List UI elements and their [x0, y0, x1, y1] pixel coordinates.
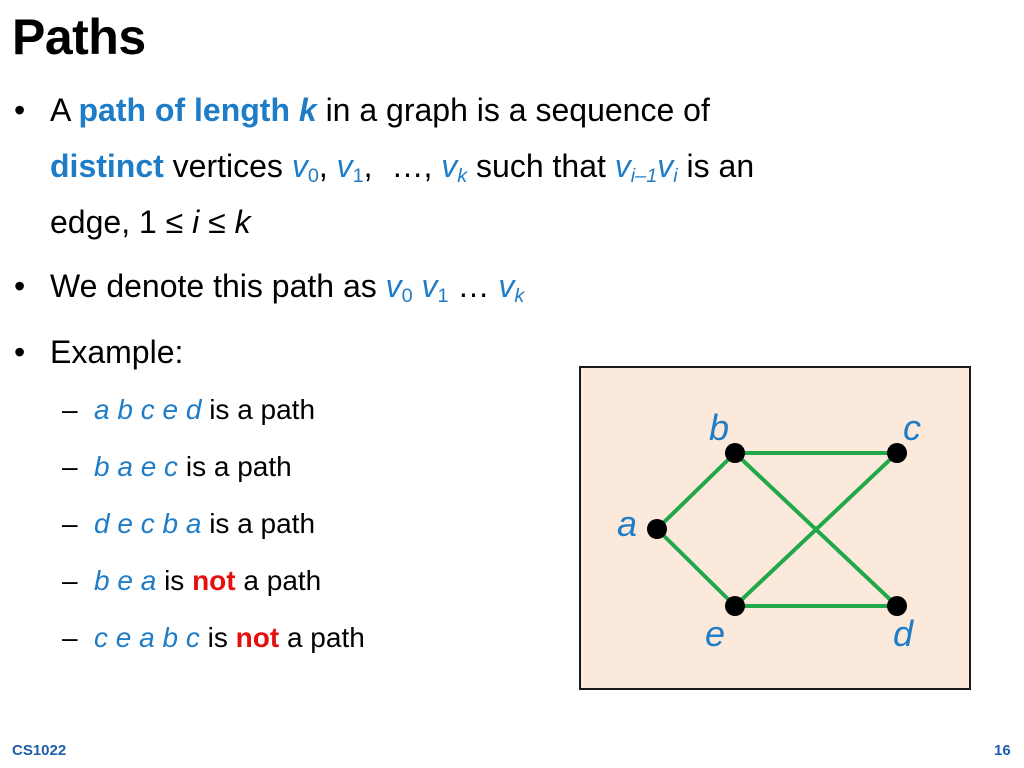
not-emphasis: not [235, 622, 280, 653]
text: We denote this path as [50, 268, 377, 304]
text: such that [476, 148, 606, 184]
not-emphasis: not [192, 565, 236, 596]
example-item: – a b c e d is a path [62, 390, 316, 430]
graph-edges [655, 451, 899, 608]
example-path: a b c e d [94, 394, 202, 425]
math-v: v [657, 148, 674, 184]
example-item: – b a e c is a path [62, 447, 292, 487]
text: edge, 1 [50, 204, 157, 240]
term-distinct: distinct [50, 148, 164, 184]
math-sub: i [673, 164, 678, 187]
math-leq: ≤ [165, 204, 184, 240]
vertex-label-e: e [705, 613, 726, 654]
math-sub: i–1 [630, 164, 658, 187]
math-sub: 1 [352, 164, 364, 187]
math-sub: 0 [307, 164, 319, 187]
example-verdict: is [207, 622, 228, 653]
math-sub: 1 [437, 284, 449, 307]
math-leq: ≤ [208, 204, 226, 240]
graph-canvas [647, 443, 907, 616]
vertex-e [725, 596, 745, 616]
page-number: 16 [994, 742, 1011, 759]
bullet-marker: • [14, 92, 26, 128]
example-path: b a e c [94, 451, 179, 482]
math-v: v [336, 148, 353, 184]
example-item: – b e a is not a path [62, 561, 322, 601]
sub-marker: – [62, 508, 78, 539]
text: … [457, 268, 490, 304]
sub-marker: – [62, 451, 78, 482]
sub-marker: – [62, 622, 78, 653]
vertex-b [725, 443, 745, 463]
bullet-marker: • [14, 268, 26, 304]
bullet-example: • Example: [14, 324, 184, 380]
bullet-line: edge, 1 ≤ i ≤ k [50, 194, 754, 250]
example-item: – d e c b a is a path [62, 504, 316, 544]
graph-vertices [647, 443, 907, 616]
term-path-of-length: path of length [78, 92, 290, 128]
edge-a-b [655, 451, 737, 531]
bullet-marker: • [14, 334, 26, 370]
sub-marker: – [62, 565, 78, 596]
example-verdict: is a path [185, 451, 292, 482]
term-k: k [298, 92, 317, 128]
bullet-path-definition: • A path of length k in a graph is a seq… [14, 82, 754, 250]
example-verdict: a path [243, 565, 322, 596]
vertex-label-b: b [709, 407, 730, 448]
example-verdict: a path [286, 622, 365, 653]
example-path: b e a [94, 565, 157, 596]
bullet-line: distinct vertices v0, v1, …, vk such tha… [50, 138, 754, 194]
vertex-a [647, 519, 667, 539]
example-path: c e a b c [94, 622, 200, 653]
graph-figure: a b c d e [579, 366, 971, 690]
text: , [363, 148, 373, 184]
math-v: v [498, 268, 515, 304]
math-i: i [192, 204, 200, 240]
vertex-d [887, 596, 907, 616]
math-sub: k [457, 164, 468, 187]
math-v: v [614, 148, 631, 184]
example-verdict: is a path [209, 508, 316, 539]
text: , [318, 148, 328, 184]
text: …, [391, 148, 433, 184]
text: vertices [172, 148, 283, 184]
math-sub: k [514, 284, 525, 307]
example-verdict: is [164, 565, 185, 596]
sub-marker: – [62, 394, 78, 425]
text: in a graph is a sequence of [325, 92, 710, 128]
vertex-label-c: c [903, 407, 921, 448]
footer-course: CS1022 [12, 742, 67, 759]
bullet-line: A path of length k in a graph is a seque… [50, 82, 754, 138]
math-v: v [441, 148, 458, 184]
vertex-label-a: a [617, 503, 638, 544]
edge-c-e [733, 451, 899, 608]
text: A [50, 92, 70, 128]
text: is an [686, 148, 755, 184]
vertex-label-d: d [893, 613, 914, 654]
math-k: k [234, 204, 251, 240]
edge-a-e [655, 527, 737, 608]
example-item: – c e a b c is not a path [62, 618, 365, 658]
example-path: d e c b a [94, 508, 202, 539]
math-sub: 0 [401, 284, 413, 307]
example-verdict: is a path [209, 394, 316, 425]
text: Example: [50, 334, 184, 370]
bullet-path-notation: • We denote this path as v0 v1 … vk [14, 258, 525, 314]
math-v: v [291, 148, 308, 184]
vertex-c [887, 443, 907, 463]
math-v: v [385, 268, 402, 304]
slide-title: Paths [12, 9, 146, 65]
math-v: v [421, 268, 438, 304]
